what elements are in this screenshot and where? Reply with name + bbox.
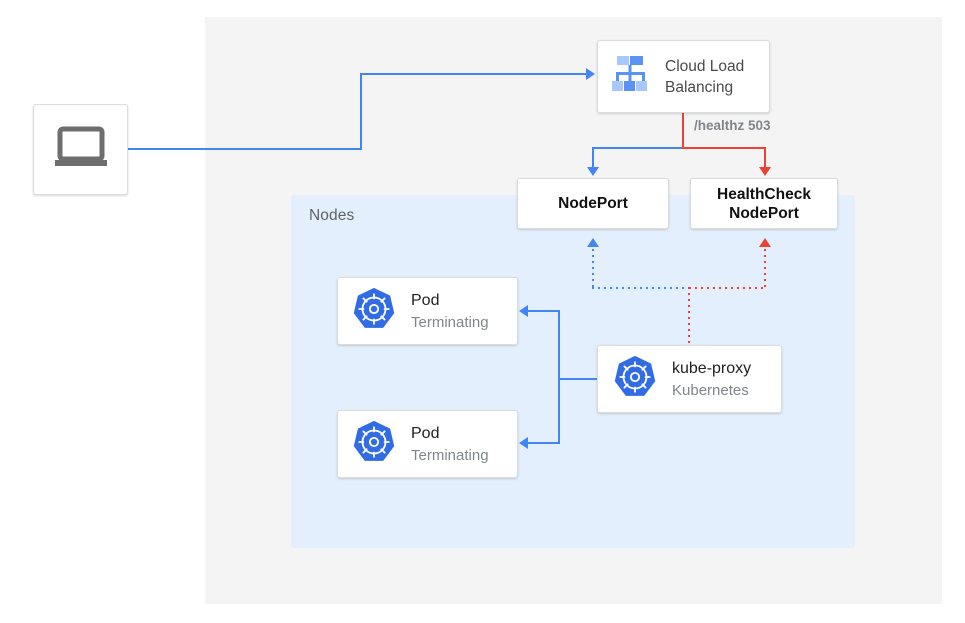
edge-kubeproxy-to-pods-stem (558, 378, 598, 380)
kube-proxy-title: kube-proxy (672, 359, 752, 377)
nodes-panel-label: Nodes (309, 207, 355, 224)
edge-kubeproxy-to-healthcheck-arrowhead (759, 238, 771, 247)
nodeport-title: NodePort (558, 195, 628, 212)
edge-kubeproxy-to-nodeport-dotted-vertical (592, 249, 594, 289)
healthcheck-nodeport-node[interactable]: HealthCheck NodePort (690, 178, 838, 229)
cloud-load-balancing-icon (609, 54, 651, 99)
laptop-icon (53, 125, 109, 174)
edge-kubeproxy-to-pods-bus (558, 311, 560, 443)
edge-lb-to-nodeport-arrowhead (587, 167, 599, 176)
kube-proxy-node[interactable]: kube-proxy Kubernetes (597, 345, 782, 413)
kubernetes-icon (351, 419, 397, 470)
edge-bus-to-pod2-arrowhead (519, 437, 528, 449)
pod-1-text: Pod Terminating (411, 290, 489, 333)
cloud-load-balancing-title: Cloud Load Balancing (665, 57, 745, 96)
edge-lb-to-healthcheck-arrowhead (759, 167, 771, 176)
kubernetes-icon (612, 354, 658, 405)
edge-client-to-lb-arrowhead (586, 68, 595, 80)
pod-2-title: Pod (411, 424, 440, 442)
edge-lb-to-nodeport-horizontal (592, 147, 684, 149)
kubernetes-icon (351, 286, 397, 337)
cloud-load-balancing-node[interactable]: Cloud Load Balancing (597, 40, 770, 113)
edge-label-healthz: /healthz 503 (694, 118, 771, 133)
edge-client-to-lb-vertical (360, 73, 362, 150)
edge-bus-to-pod1-horizontal (528, 310, 560, 312)
edge-client-to-lb-horizontal-upper (360, 73, 587, 75)
edge-bus-to-pod2-horizontal (528, 442, 560, 444)
cloud-load-balancing-text: Cloud Load Balancing (665, 56, 744, 98)
pod-2-text: Pod Terminating (411, 423, 489, 466)
client-node[interactable] (33, 104, 128, 195)
edge-kubeproxy-to-nodeport-arrowhead (587, 238, 599, 247)
kube-proxy-subtitle: Kubernetes (672, 381, 749, 399)
edge-kubeproxy-to-healthcheck-dotted-horizontal (689, 287, 766, 289)
edge-lb-healthz-vertical (682, 113, 684, 149)
pod-1-status: Terminating (411, 313, 489, 331)
edge-client-to-lb-horizontal-lower (128, 148, 362, 150)
edge-kubeproxy-dotted-stem (688, 287, 690, 346)
edge-lb-to-healthcheck-horizontal (682, 147, 766, 149)
healthcheck-nodeport-title: HealthCheck NodePort (717, 185, 811, 222)
nodeport-node[interactable]: NodePort (517, 178, 669, 229)
pod-1-title: Pod (411, 291, 440, 309)
edge-bus-to-pod1-arrowhead (519, 305, 528, 317)
edge-lb-to-nodeport-vertical (592, 147, 594, 169)
edge-kubeproxy-to-healthcheck-dotted-vertical (764, 249, 766, 289)
edge-lb-to-healthcheck-vertical (764, 147, 766, 169)
edge-kubeproxy-to-nodeport-dotted-horizontal (592, 287, 690, 289)
pod-node-2[interactable]: Pod Terminating (337, 410, 518, 478)
pod-2-status: Terminating (411, 446, 489, 464)
kube-proxy-text: kube-proxy Kubernetes (672, 358, 751, 401)
pod-node-1[interactable]: Pod Terminating (337, 277, 518, 345)
